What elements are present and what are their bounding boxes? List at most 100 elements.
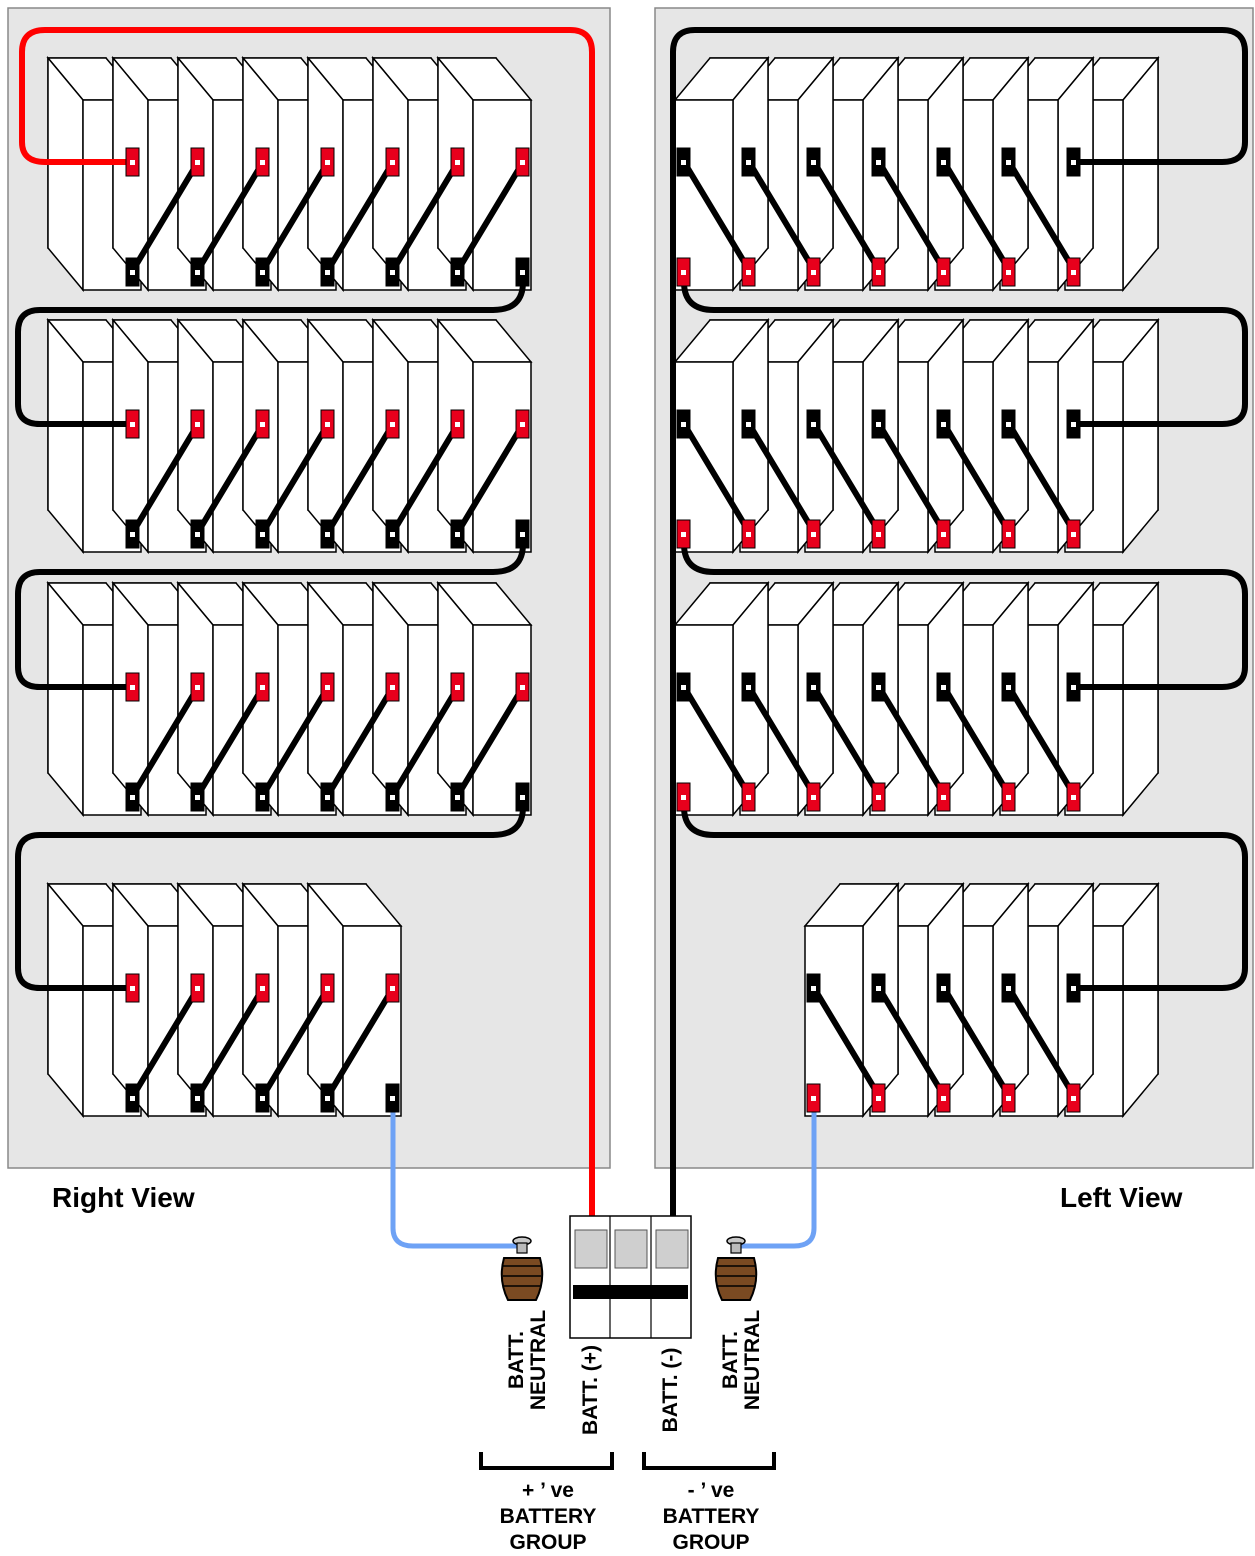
positive-battery-group-label: + ’ ve BATTERY GROUP	[499, 1479, 597, 1554]
left-terminal-top-1-6	[741, 147, 756, 177]
left-terminal-top-3-6	[741, 672, 756, 702]
left-row-4	[803, 881, 1160, 1119]
right-terminal-bottom-1-4	[320, 257, 335, 287]
left-terminal-top-4-2	[1001, 973, 1016, 1003]
right-terminal-bottom-3-7	[515, 782, 530, 812]
left-terminal-top-3-1	[1066, 672, 1081, 702]
left-terminal-bottom-1-4	[871, 257, 886, 287]
left-terminal-bottom-3-1	[1066, 782, 1081, 812]
left-terminal-top-1-1	[1066, 147, 1081, 177]
right-terminal-bottom-1-6	[450, 257, 465, 287]
left-jumper-1-4	[811, 159, 882, 273]
left-terminal-bottom-1-1	[1066, 257, 1081, 287]
right-terminal-bottom-1-2	[190, 257, 205, 287]
right-jumper-3-5	[390, 684, 461, 798]
right-terminal-bottom-4-5	[385, 1083, 400, 1113]
left-interrow-cable-2	[681, 534, 1248, 690]
left-terminal-bottom-2-5	[806, 519, 821, 549]
left-terminal-bottom-2-6	[741, 519, 756, 549]
neutral-cable-left-view	[736, 1098, 817, 1249]
battery-right-4-1	[46, 881, 143, 1119]
left-terminal-bottom-1-7	[676, 257, 691, 287]
right-jumper-4-1	[130, 985, 201, 1099]
right-terminal-bottom-2-1	[125, 519, 140, 549]
left-terminal-top-4-1	[1066, 973, 1081, 1003]
left-terminal-bottom-3-3	[936, 782, 951, 812]
right-jumper-3-4	[325, 684, 396, 798]
left-jumper-2-3	[876, 421, 947, 535]
left-terminal-bottom-3-2	[1001, 782, 1016, 812]
neutral-fuse-holder-right	[714, 1236, 758, 1301]
left-terminal-bottom-2-2	[1001, 519, 1016, 549]
right-jumper-3-3	[260, 684, 331, 798]
battery-right-2-5	[306, 317, 403, 555]
right-terminal-bottom-3-3	[255, 782, 270, 812]
right-interrow-cable-2	[15, 534, 526, 690]
right-jumper-2-4	[325, 421, 396, 535]
batt-plus-label: BATT. (+)	[579, 1344, 602, 1436]
battery-right-3-7	[436, 580, 533, 818]
right-terminal-bottom-4-2	[190, 1083, 205, 1113]
batt-neutral-label-left: BATT. NEUTRAL	[505, 1309, 550, 1411]
right-terminal-top-3-2	[190, 672, 205, 702]
left-jumper-3-5	[746, 684, 817, 798]
right-terminal-top-4-3	[255, 973, 270, 1003]
right-terminal-bottom-3-5	[385, 782, 400, 812]
right-terminal-top-1-7	[515, 147, 530, 177]
left-jumper-4-1	[1006, 985, 1077, 1099]
right-interrow-cable-1	[15, 272, 526, 427]
left-jumper-4-2	[941, 985, 1012, 1099]
right-terminal-top-3-3	[255, 672, 270, 702]
left-terminal-top-1-4	[871, 147, 886, 177]
main-terminal-block	[569, 1215, 692, 1339]
left-terminal-bottom-3-4	[871, 782, 886, 812]
right-view-caption: Right View	[52, 1182, 195, 1213]
battery-right-3-1	[46, 580, 143, 818]
left-terminal-bottom-4-2	[1001, 1083, 1016, 1113]
left-terminal-top-4-4	[871, 973, 886, 1003]
right-terminal-top-3-4	[320, 672, 335, 702]
left-terminal-bottom-4-4	[871, 1083, 886, 1113]
left-interrow-cable-3	[681, 797, 1248, 991]
left-terminal-top-1-2	[1001, 147, 1016, 177]
left-terminal-top-2-4	[871, 409, 886, 439]
right-terminal-bottom-4-4	[320, 1083, 335, 1113]
right-interrow-cable-3	[15, 797, 526, 991]
right-terminal-bottom-2-4	[320, 519, 335, 549]
left-terminal-top-2-1	[1066, 409, 1081, 439]
left-terminal-top-2-2	[1001, 409, 1016, 439]
left-jumper-2-4	[811, 421, 882, 535]
right-terminal-top-2-7	[515, 409, 530, 439]
right-terminal-top-3-7	[515, 672, 530, 702]
right-terminal-top-3-1	[125, 672, 140, 702]
right-jumper-3-1	[130, 684, 201, 798]
left-terminal-bottom-2-3	[936, 519, 951, 549]
right-terminal-bottom-1-7	[515, 257, 530, 287]
right-terminal-bottom-1-5	[385, 257, 400, 287]
negative-group-bracket	[642, 1452, 776, 1470]
left-terminal-top-1-7	[676, 147, 691, 177]
right-terminal-top-4-1	[125, 973, 140, 1003]
left-terminal-top-3-7	[676, 672, 691, 702]
right-terminal-top-4-4	[320, 973, 335, 1003]
left-jumper-1-1	[1006, 159, 1077, 273]
positive-group-bracket	[479, 1452, 614, 1470]
left-terminal-top-3-5	[806, 672, 821, 702]
left-jumper-4-3	[876, 985, 947, 1099]
right-terminal-top-2-1	[125, 409, 140, 439]
left-terminal-top-3-4	[871, 672, 886, 702]
right-terminal-top-3-6	[450, 672, 465, 702]
left-jumper-3-3	[876, 684, 947, 798]
left-jumper-3-6	[681, 684, 752, 798]
right-terminal-top-1-3	[255, 147, 270, 177]
right-jumper-4-2	[195, 985, 266, 1099]
left-jumper-4-4	[811, 985, 882, 1099]
left-jumper-3-1	[1006, 684, 1077, 798]
right-terminal-bottom-2-3	[255, 519, 270, 549]
left-terminal-top-3-3	[936, 672, 951, 702]
left-terminal-bottom-1-2	[1001, 257, 1016, 287]
left-terminal-bottom-2-7	[676, 519, 691, 549]
right-jumper-2-2	[195, 421, 266, 535]
left-view-caption: Left View	[1060, 1182, 1183, 1213]
neutral-fuse-holder-left	[500, 1236, 544, 1301]
